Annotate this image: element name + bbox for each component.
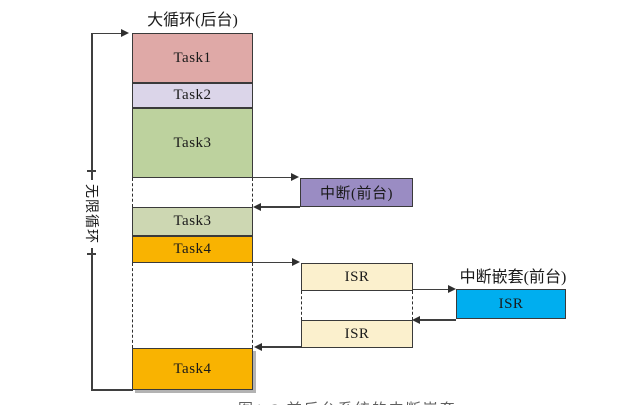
isr-return-line xyxy=(262,346,301,348)
task4-label: Task4 xyxy=(173,241,212,257)
task3-to-interrupt-line xyxy=(253,176,291,178)
main-loop-title: 大循环(后台) xyxy=(147,12,238,29)
interrupt-return-arrowhead-icon xyxy=(253,202,261,211)
task4-resume-label: Task4 xyxy=(173,360,212,377)
suspend-gap2-left-dash xyxy=(132,263,133,348)
loop-label-bottom-tick xyxy=(87,253,96,255)
isr-to-nested-line xyxy=(413,288,448,290)
task3-label: Task3 xyxy=(173,134,212,151)
task2-label: Task2 xyxy=(173,87,212,103)
nested-isr-label: ISR xyxy=(498,295,524,312)
suspend-gap1-left-dash xyxy=(132,178,133,207)
nested-return-line xyxy=(420,319,456,321)
interrupt-return-line xyxy=(261,206,300,208)
interrupt-label: 中断(前台) xyxy=(320,186,393,202)
nested-return-arrowhead-icon xyxy=(412,315,420,324)
task4-to-isr-arrowhead-icon xyxy=(292,258,300,266)
loop-top-line xyxy=(91,32,121,34)
loop-bottom-line xyxy=(91,389,133,391)
task3-to-interrupt-arrowhead-icon xyxy=(291,173,299,181)
suspend-gap1-right-dash xyxy=(252,178,253,207)
task4-to-isr-line xyxy=(253,261,292,263)
task1-box: Task1 xyxy=(132,33,253,83)
task3-box: Task3 xyxy=(132,108,253,178)
isr-box-1: ISR xyxy=(301,263,413,291)
isr-gap-right-dash xyxy=(412,291,413,320)
isr1-label: ISR xyxy=(344,268,370,285)
isr-box-2: ISR xyxy=(301,320,413,348)
isr-to-nested-arrowhead-icon xyxy=(448,285,456,293)
isr2-label: ISR xyxy=(344,325,370,342)
isr-return-arrowhead-icon xyxy=(254,342,262,351)
arrowhead-into-loop-icon xyxy=(121,29,129,37)
suspend-gap2-right-dash xyxy=(252,263,253,348)
figure-caption-cropped: 图1-2 前后台系统的中断嵌套 xyxy=(238,398,494,405)
nested-isr-box: ISR xyxy=(456,289,566,319)
interrupt-box: 中断(前台) xyxy=(300,178,413,207)
task4-box: Task4 xyxy=(132,236,253,263)
task3-resume-label: Task3 xyxy=(173,213,212,229)
task3-resume-box: Task3 xyxy=(132,207,253,236)
isr-gap-left-dash xyxy=(301,291,302,320)
task4-resume-box: Task4 xyxy=(132,348,253,390)
loop-label-top-tick xyxy=(87,170,96,172)
infinite-loop-label: 无限循环 xyxy=(82,180,102,248)
task1-label: Task1 xyxy=(173,49,212,66)
task2-box: Task2 xyxy=(132,83,253,108)
nested-interrupt-title: 中断嵌套(前台) xyxy=(459,269,567,286)
